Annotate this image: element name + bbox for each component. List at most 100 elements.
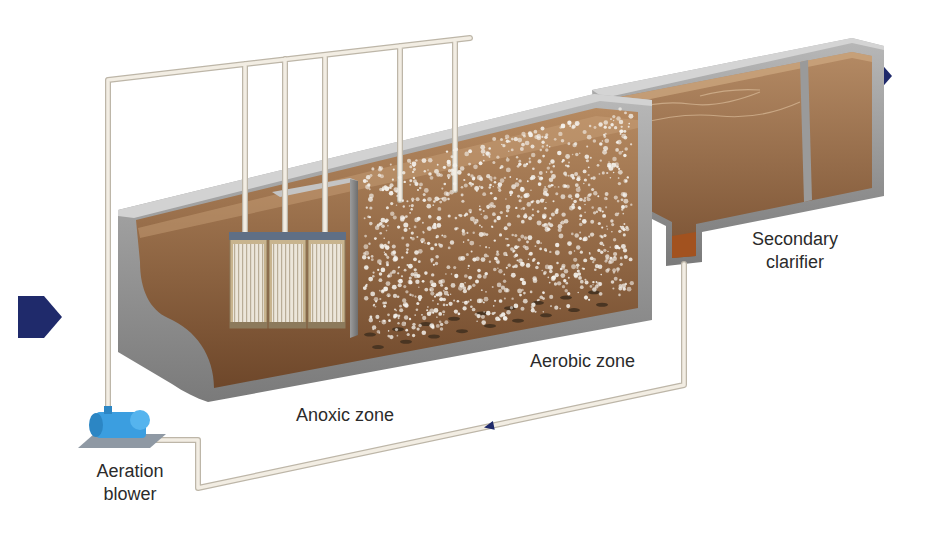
air-bubble: [428, 172, 432, 176]
air-bubble: [501, 144, 502, 145]
air-bubble: [393, 257, 398, 262]
air-bubble: [416, 327, 419, 330]
air-bubble: [518, 163, 521, 166]
air-bubble: [543, 191, 548, 196]
air-bubble: [411, 198, 414, 201]
air-bubble: [576, 177, 580, 181]
air-bubble: [388, 295, 390, 297]
air-bubble: [517, 195, 520, 198]
air-bubble: [586, 159, 589, 162]
air-bubble: [572, 154, 574, 156]
air-bubble: [448, 177, 450, 179]
air-bubble: [531, 303, 535, 307]
air-bubble: [538, 182, 542, 186]
air-bubble: [413, 179, 417, 183]
air-bubble: [511, 148, 514, 151]
air-bubble: [505, 198, 507, 200]
air-bubble: [564, 289, 567, 292]
air-bubble: [472, 283, 475, 286]
air-bubble: [511, 298, 513, 300]
air-bubble: [364, 265, 369, 270]
air-bubble: [496, 156, 499, 159]
air-diffuser: [428, 334, 440, 338]
air-bubble: [583, 199, 586, 202]
tank-surface: [138, 116, 638, 238]
air-bubble: [592, 284, 593, 285]
air-bubble: [422, 331, 427, 336]
air-bubble: [572, 176, 575, 179]
air-bubble: [540, 149, 542, 151]
air-bubble: [509, 176, 511, 178]
air-bubble: [514, 304, 519, 309]
air-bubble: [506, 209, 509, 212]
air-bubble: [621, 198, 624, 201]
air-bubble: [613, 238, 616, 241]
air-bubble: [431, 325, 434, 328]
air-bubble: [506, 140, 509, 143]
air-bubble: [488, 247, 490, 249]
air-bubble: [479, 208, 482, 211]
air-bubble: [610, 219, 613, 222]
air-diffuser: [484, 324, 496, 328]
air-bubble: [539, 247, 542, 250]
air-bubble: [363, 179, 367, 183]
air-bubble: [569, 206, 574, 211]
air-bubble: [401, 256, 404, 259]
air-bubble: [448, 246, 451, 249]
air-bubble: [477, 299, 482, 304]
air-bubble: [406, 200, 408, 202]
air-bubble: [457, 300, 460, 303]
air-bubble: [623, 192, 628, 197]
air-bubble: [554, 186, 555, 187]
air-bubble: [435, 262, 438, 265]
air-bubble: [518, 179, 521, 182]
air-bubble: [467, 173, 470, 176]
air-bubble: [397, 295, 400, 298]
air-bubble: [479, 245, 480, 246]
air-bubble: [371, 167, 374, 170]
air-bubble: [484, 254, 488, 258]
air-diffuser: [364, 333, 376, 337]
air-diffuser: [560, 296, 572, 300]
air-bubble: [610, 123, 613, 126]
air-bubble: [613, 172, 615, 174]
air-bubble: [540, 199, 544, 203]
air-bubble: [534, 135, 538, 139]
air-bubble: [368, 257, 370, 259]
air-diffuser: [372, 345, 384, 349]
air-bubble: [381, 268, 386, 273]
air-bubble: [526, 241, 529, 244]
air-bubble: [575, 193, 580, 198]
air-bubble: [413, 257, 417, 261]
air-bubble: [587, 197, 591, 201]
air-bubble: [364, 251, 369, 256]
air-bubble: [620, 133, 622, 135]
air-bubble: [607, 164, 611, 168]
air-bubble: [409, 212, 411, 214]
air-bubble: [399, 308, 403, 312]
air-bubble: [366, 207, 368, 209]
air-bubble: [565, 282, 568, 285]
air-bubble: [435, 255, 439, 259]
air-bubble: [393, 294, 397, 298]
air-bubble: [368, 277, 373, 282]
air-bubble: [402, 199, 404, 201]
air-bubble: [437, 303, 439, 305]
air-bubble: [436, 293, 439, 296]
air-bubble: [542, 155, 545, 158]
air-bubble: [497, 283, 502, 288]
air-bubble: [440, 327, 444, 331]
air-bubble: [462, 229, 463, 230]
air-bubble: [417, 217, 421, 221]
air-bubble: [561, 139, 565, 143]
air-bubble: [363, 244, 368, 249]
air-bubble: [563, 279, 566, 282]
air-bubble: [623, 154, 626, 157]
blower-motor: [89, 413, 103, 437]
air-bubble: [573, 272, 578, 277]
air-bubble: [460, 256, 465, 261]
air-bubble: [492, 161, 495, 164]
air-bubble: [409, 205, 411, 207]
air-bubble: [499, 299, 503, 303]
air-bubble: [416, 236, 418, 238]
